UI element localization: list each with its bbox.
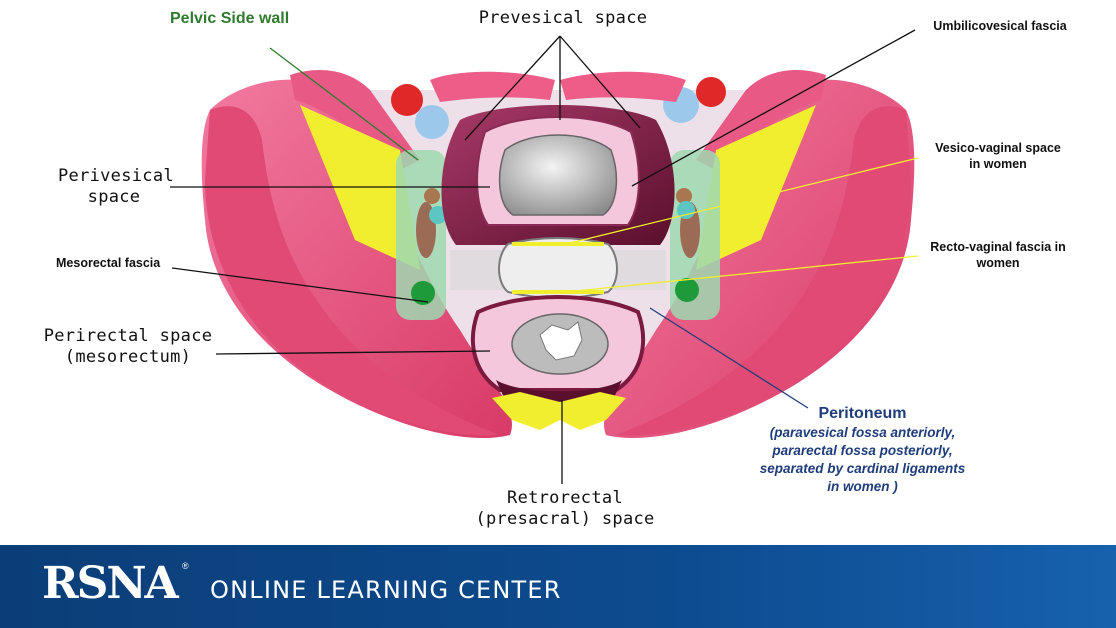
sacrum: [492, 392, 626, 430]
pelvic-side-wall-label: Pelvic Side wall: [170, 10, 290, 27]
vesico-vaginal-line-1: Vesico-vaginal space: [935, 141, 1061, 155]
peritoneum-label: Peritoneum (paravesical fossa anteriorly…: [740, 404, 985, 496]
perirectal-line-2: (mesorectum): [64, 347, 192, 367]
rectal-lumen: [539, 321, 583, 361]
umbilicovesical-fascia-label: Umbilicovesical fascia: [933, 19, 1067, 33]
vagina: [498, 237, 618, 299]
recto-vaginal-fascia-label: Recto-vaginal fascia in women: [918, 239, 1078, 271]
perirectal-space-label: Perirectal space (mesorectum): [40, 326, 216, 368]
right-fat-triangle: [696, 105, 816, 270]
diagram-stage: Pelvic Side wall Prevesical space Umbili…: [40, 8, 1078, 530]
left-blue-vessel: [415, 105, 449, 139]
left-red-vessel: [391, 84, 423, 116]
right-muscle-outer-band: [616, 106, 911, 436]
left-muscle-outer-band: [205, 106, 500, 436]
right-green-node: [675, 278, 699, 302]
mesorectal-fascia-label: Mesorectal fascia: [56, 256, 161, 270]
recto-vaginal-line-2: women: [976, 256, 1020, 270]
registered-mark: ®: [182, 561, 189, 571]
perirectal-line-1: Perirectal space: [43, 326, 213, 346]
footer-banner: RSNA ® ONLINE LEARNING CENTER: [0, 545, 1116, 628]
left-green-node: [411, 281, 435, 305]
prevesical-space-label: Prevesical space: [478, 8, 648, 28]
pubic-bone-right: [560, 71, 686, 102]
perivesical-line-2: space: [87, 187, 141, 207]
retrorectal-line-1: Retrorectal: [507, 488, 623, 508]
recto-vaginal-line-1: Recto-vaginal fascia in: [930, 240, 1066, 254]
pubic-bone-left: [430, 71, 555, 102]
retrorectal-space-label: Retrorectal (presacral) space: [470, 488, 660, 530]
perivesical-line-1: Perivesical: [58, 166, 174, 186]
vesico-vaginal-space-label: Vesico-vaginal space in women: [918, 140, 1078, 172]
peritoneum-description: (paravesical fossa anteriorly, pararecta…: [759, 425, 966, 494]
online-learning-center-title: ONLINE LEARNING CENTER: [210, 576, 562, 604]
vesico-vaginal-line-2: in women: [969, 157, 1027, 171]
bladder: [498, 134, 618, 216]
peritoneum-title: Peritoneum: [818, 405, 907, 422]
retrorectal-line-2: (presacral) space: [475, 509, 655, 529]
right-red-vessel: [696, 77, 726, 107]
perivesical-space-label: Perivesical space: [58, 166, 174, 208]
pelvic-anatomy-illustration: [170, 29, 919, 484]
rsna-logo: RSNA: [42, 558, 179, 609]
